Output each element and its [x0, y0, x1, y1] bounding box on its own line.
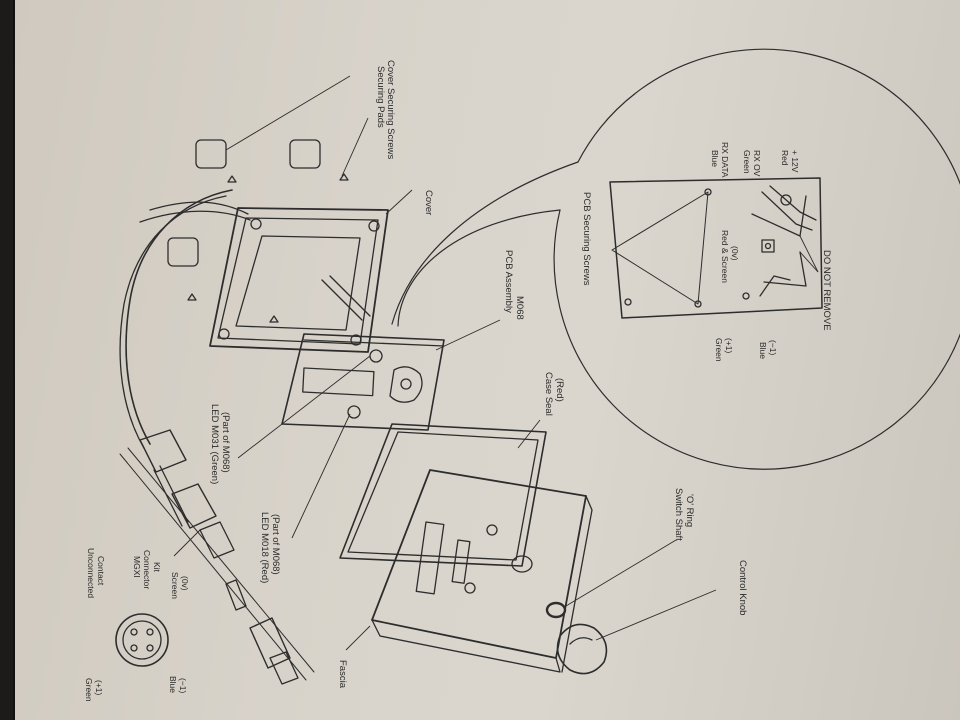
label-detail-blue-1: Blue [758, 342, 768, 359]
label-connector-kit-1: MGXI [132, 556, 142, 578]
label-red-12v-1: Red [780, 150, 790, 166]
label-pcb-assembly-code: M068 [514, 296, 525, 320]
label-blue-rx-2: RX DATA [720, 142, 730, 178]
label-detail-green-2: (+1) [724, 338, 734, 354]
label-cover: Cover [423, 190, 434, 215]
label-green-rx-2: RX OV [752, 150, 762, 177]
pcb-assembly [281, 333, 445, 431]
securing-pads [167, 139, 321, 267]
label-red-screen-1: Red & Screen [720, 230, 730, 283]
label-led-m031-part: (Part of M068) [220, 412, 231, 473]
label-switch-shaft: Switch Shaft [673, 488, 684, 541]
label-case-seal-color: (Red) [554, 378, 565, 402]
label-green-plus-1: Green [84, 678, 94, 702]
label-detail-green-1: Green [714, 338, 724, 362]
label-blue-rx-1: Blue [710, 150, 720, 167]
label-o-ring: 'O' Ring [684, 494, 695, 527]
label-case-seal: Case Seal [543, 372, 554, 416]
cover-securing-screws [187, 173, 349, 323]
label-red-12v-2: + 12V [790, 150, 800, 173]
fascia [371, 469, 593, 673]
detail-callout [391, 48, 960, 470]
connector-face [115, 613, 169, 667]
label-screen-1: Screen [170, 572, 180, 599]
label-cover-securing-screws-1: Cover Securing Screws [385, 60, 396, 160]
case-seal [339, 423, 547, 567]
cable [119, 189, 251, 449]
label-blue-minus-1: Blue [168, 676, 178, 693]
label-unconnected-2: Contact [96, 556, 106, 586]
label-green-plus-2: (+1) [94, 680, 104, 696]
label-pcb-securing-screws: PCB Securing Screws [581, 192, 592, 286]
label-unconnected-1: Unconnected [86, 548, 96, 598]
detail-pcb [609, 177, 823, 319]
connector-kit [119, 429, 315, 685]
label-led-m018-part: (Part of M068) [270, 514, 281, 575]
paper-background [14, 0, 960, 720]
switch-shaft-o-ring [545, 601, 567, 619]
cover [209, 207, 389, 353]
label-green-rx-1: Green [742, 150, 752, 174]
label-connector-kit-3: Kit [152, 562, 162, 573]
label-fascia: Fascia [337, 660, 348, 689]
label-pcb-assembly: PCB Assembly [503, 250, 514, 313]
label-do-not-remove: DO NOT REMOVE [821, 250, 832, 331]
label-securing-pads: Securing Pads [375, 66, 386, 128]
label-connector-kit-2: Connector [142, 550, 152, 589]
control-knob [556, 623, 608, 675]
label-screen-2: (0v) [180, 576, 190, 591]
label-led-m031: LED M031 (Green) [209, 404, 220, 484]
label-red-screen-2: (0v) [730, 246, 740, 261]
label-blue-minus-2: (−1) [178, 678, 188, 694]
label-detail-blue-2: (−1) [768, 340, 778, 356]
label-control-knob: Control Knob [737, 560, 748, 615]
leader-lines [173, 75, 819, 651]
label-led-m018: LED M018 (Red) [259, 512, 270, 583]
